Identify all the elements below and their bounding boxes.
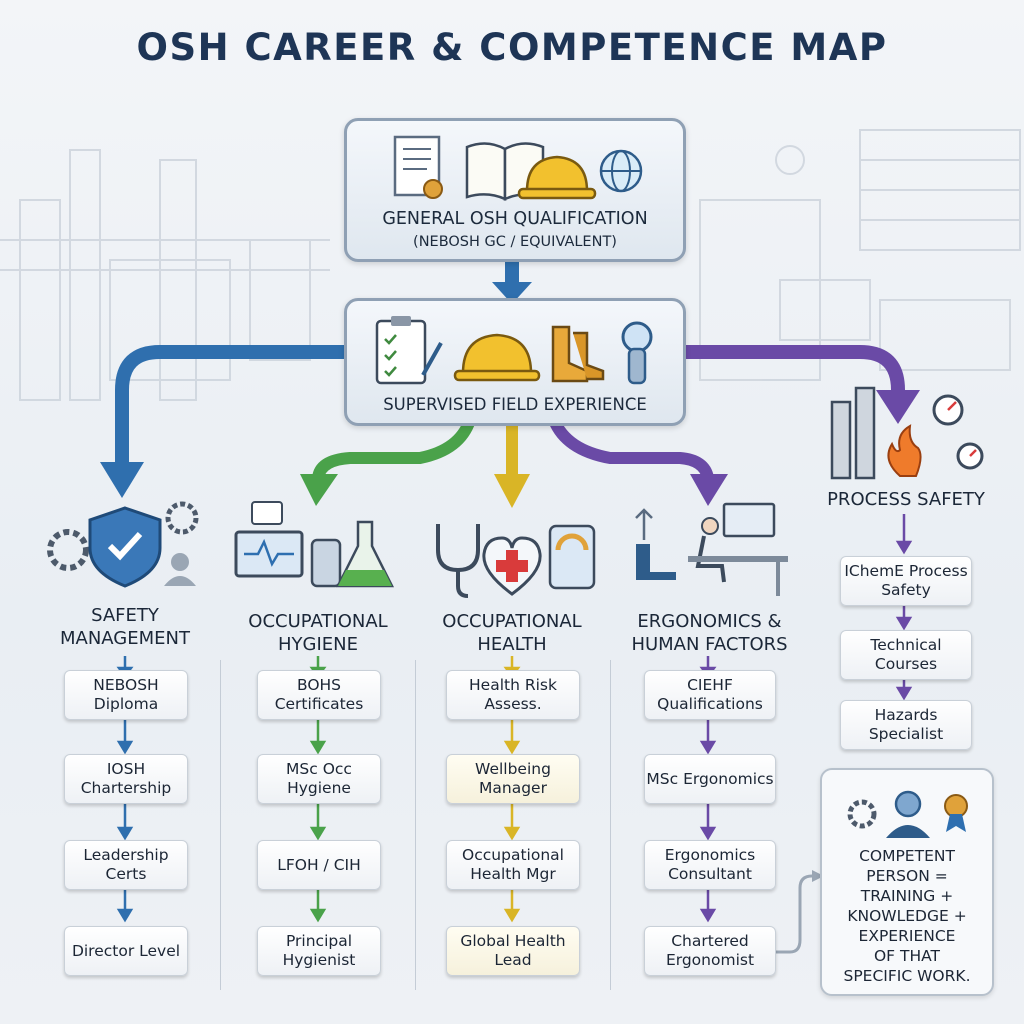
general-qualification-box: GENERAL OSH QUALIFICATION (NEBOSH GC / E… xyxy=(344,118,686,262)
arrow-occupational-hygiene xyxy=(312,417,476,480)
column-title-line: HYGIENE xyxy=(278,634,358,655)
step-card: MSc Ergonomics xyxy=(644,754,776,804)
step-card: Ergonomics Consultant xyxy=(644,840,776,890)
competent-person-text: COMPETENT PERSON = TRAINING + KNOWLEDGE … xyxy=(822,846,992,986)
step-card: BOHS Certificates xyxy=(257,670,381,720)
column-divider xyxy=(610,660,611,990)
column-title-line: HUMAN FACTORS xyxy=(631,634,788,655)
field-experience-icons xyxy=(375,316,653,385)
column-divider xyxy=(415,660,416,990)
step-card: Technical Courses xyxy=(840,630,972,680)
competent-link-arrow xyxy=(772,874,818,954)
competent-line: COMPETENT xyxy=(859,847,955,865)
column-title-line: OCCUPATIONAL xyxy=(442,611,582,632)
column-title-safety-management: SAFETY MANAGEMENT xyxy=(50,604,200,650)
step-card: LFOH / CIH xyxy=(257,840,381,890)
column-title-process-safety: PROCESS SAFETY xyxy=(806,488,1006,511)
page-title: OSH CAREER & COMPETENCE MAP xyxy=(136,26,888,69)
step-card: MSc Occ Hygiene xyxy=(257,754,381,804)
step-card: Occupational Health Mgr xyxy=(446,840,580,890)
qualification-icons xyxy=(393,135,643,201)
column-title-line: SAFETY xyxy=(91,605,159,626)
step-card: IChemE Process Safety xyxy=(840,556,972,606)
column-title-occupational-hygiene: OCCUPATIONAL HYGIENE xyxy=(228,610,408,656)
arrowhead-ergonomics xyxy=(690,474,728,506)
step-card: Chartered Ergonomist xyxy=(644,926,776,976)
supervised-experience-box: SUPERVISED FIELD EXPERIENCE xyxy=(344,298,686,426)
column-title-line: MANAGEMENT xyxy=(60,628,190,649)
column-divider xyxy=(220,660,221,990)
step-card: Hazards Specialist xyxy=(840,700,972,750)
clipboard-checklist-icon xyxy=(375,316,443,385)
step-card: CIEHF Qualifications xyxy=(644,670,776,720)
competent-person-box: COMPETENT PERSON = TRAINING + KNOWLEDGE … xyxy=(820,768,994,996)
column-title-line: ERGONOMICS & xyxy=(637,611,782,632)
globe-icon xyxy=(599,149,643,193)
general-qualification-title: GENERAL OSH QUALIFICATION xyxy=(382,209,648,229)
hard-hat-icon xyxy=(453,333,541,382)
column-title-occupational-health: OCCUPATIONAL HEALTH xyxy=(422,610,602,656)
arrow-safety-management xyxy=(115,345,344,468)
monitor-flask-icon xyxy=(234,501,395,588)
certificate-icon xyxy=(393,135,443,199)
gas-detector-icon xyxy=(621,321,653,385)
arrowhead-process-safety xyxy=(876,390,920,424)
column-title-line: HEALTH xyxy=(477,634,547,655)
step-card: Global Health Lead xyxy=(446,926,580,976)
column-title-line: PROCESS SAFETY xyxy=(827,489,985,510)
step-card: IOSH Chartership xyxy=(64,754,188,804)
arrowhead-occupational-hygiene xyxy=(300,474,338,506)
step-card: Wellbeing Manager xyxy=(446,754,580,804)
workstation-icon xyxy=(635,502,788,596)
column-title-ergonomics: ERGONOMICS & HUMAN FACTORS xyxy=(612,610,807,656)
step-card: Health Risk Assess. xyxy=(446,670,580,720)
step-card: NEBOSH Diploma xyxy=(64,670,188,720)
competent-link-arrowhead xyxy=(812,870,824,882)
arrow-process-safety xyxy=(680,345,905,395)
supervised-experience-label: SUPERVISED FIELD EXPERIENCE xyxy=(383,395,647,414)
competent-line: TRAINING + xyxy=(860,887,954,905)
competent-line: SPECIFIC WORK. xyxy=(843,967,971,985)
column-title-line: OCCUPATIONAL xyxy=(248,611,388,632)
step-card: Principal Hygienist xyxy=(257,926,381,976)
arrowhead-safety-management xyxy=(100,462,144,498)
top-to-middle-arrowhead xyxy=(492,282,532,304)
competent-person-icon xyxy=(847,790,968,838)
step-card: Director Level xyxy=(64,926,188,976)
plant-gauge-icon xyxy=(830,386,984,480)
competent-line: EXPERIENCE xyxy=(858,927,956,945)
hard-hat-icon xyxy=(517,155,597,200)
step-card: Leadership Certs xyxy=(64,840,188,890)
open-book-icon xyxy=(465,142,545,201)
safety-boots-icon xyxy=(551,325,605,383)
competent-line: PERSON = xyxy=(866,867,948,885)
competent-line: KNOWLEDGE + xyxy=(847,907,967,925)
arrow-ergonomics xyxy=(548,417,714,480)
shield-gears-icon xyxy=(47,501,199,588)
stethoscope-heart-icon xyxy=(436,524,596,598)
competent-line: OF THAT xyxy=(873,947,941,965)
arrowhead-occupational-health xyxy=(494,474,530,508)
general-qualification-subtitle: (NEBOSH GC / EQUIVALENT) xyxy=(413,234,617,250)
